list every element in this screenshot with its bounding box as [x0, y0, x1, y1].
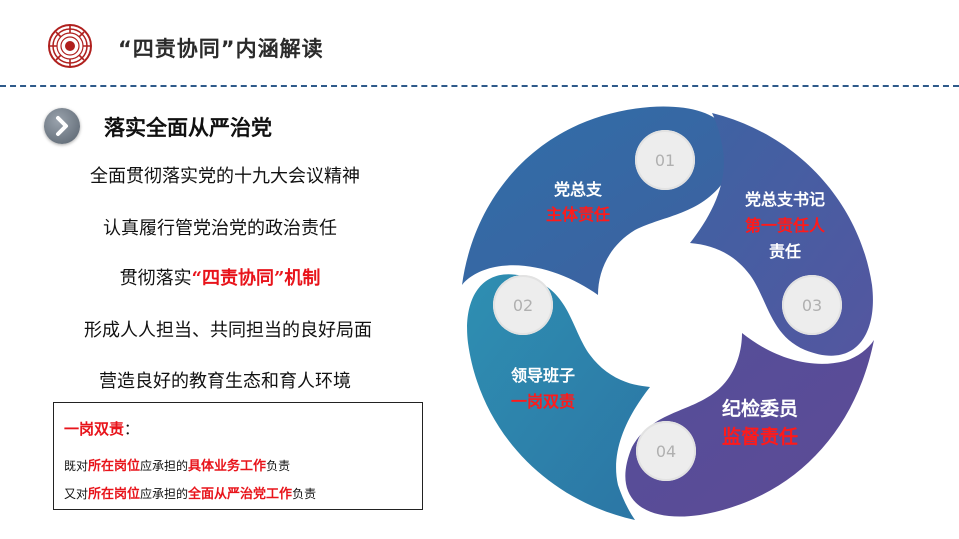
segment-duty: 监督责任	[721, 426, 798, 448]
text-line: 全面贯彻落实党的十九大会议精神	[0, 162, 455, 188]
box-text: 又对	[64, 487, 89, 501]
header-divider	[0, 85, 959, 87]
segment-duty: 第一责任人	[744, 216, 825, 235]
cycle-center	[596, 241, 744, 389]
step-number-badge: 03	[782, 275, 842, 335]
segment-duty-suffix: 责任	[768, 242, 801, 261]
box-line: 又对所在岗位应承担的全面从严治党工作负责	[64, 483, 316, 502]
text-line-content: 营造良好的教育生态和育人环境	[99, 371, 351, 392]
text-line-content: 贯彻落实	[119, 268, 192, 289]
box-heading-red: 一岗双责	[64, 420, 125, 438]
segment-title: 党总支书记	[744, 190, 825, 209]
text-line-highlight: “四责协同”机制	[191, 268, 321, 289]
cycle-segment-02	[467, 274, 650, 520]
segment-title: 党总支	[553, 180, 602, 199]
box-line: 既对所在岗位应承担的具体业务工作负责	[64, 455, 290, 474]
four-duty-cycle-diagram: 01 03 04 02 党总支 主体责任 党总支书记 第一责任人 责任 纪检委员…	[450, 95, 890, 535]
segment-duty: 主体责任	[545, 205, 610, 224]
box-text: 应承担的	[140, 487, 189, 501]
text-line: 贯彻落实“四责协同”机制	[0, 264, 450, 290]
box-text-red: 具体业务工作	[188, 459, 267, 474]
box-text-red: 所在岗位	[88, 459, 141, 474]
box-text-red: 全面从严治党工作	[188, 487, 293, 502]
segment-label-branch: 党总支 主体责任	[508, 177, 648, 227]
segment-duty: 一岗双责	[510, 392, 575, 411]
segment-label-inspector: 纪检委员 监督责任	[695, 395, 825, 451]
text-line: 认真履行管党治党的政治责任	[0, 214, 450, 240]
box-text: 应承担的	[140, 459, 189, 473]
step-number-badge: 01	[635, 130, 695, 190]
chevron-right-icon	[44, 108, 80, 144]
box-text: 负责	[292, 487, 317, 501]
text-line-content: 认真履行管党治党的政治责任	[103, 218, 337, 239]
segment-title: 纪检委员	[721, 398, 798, 420]
text-line-content: 形成人人担当、共同担当的良好局面	[84, 320, 372, 341]
section-title: 落实全面从严治党	[104, 115, 272, 140]
step-number-badge: 02	[493, 275, 553, 335]
segment-title: 领导班子	[510, 366, 575, 385]
text-line: 营造良好的教育生态和育人环境	[0, 367, 455, 393]
box-text: 负责	[266, 459, 291, 473]
box-text: 既对	[64, 459, 89, 473]
text-line-content: 全面贯彻落实党的十九大会议精神	[90, 166, 360, 187]
segment-label-leadership: 领导班子 一岗双责	[478, 363, 608, 415]
university-seal-logo	[48, 24, 92, 68]
segment-label-secretary: 党总支书记 第一责任人 责任	[720, 187, 850, 265]
step-number-badge: 04	[636, 421, 696, 481]
box-text-red: 所在岗位	[88, 487, 141, 502]
text-line: 形成人人担当、共同担当的良好局面	[0, 316, 458, 342]
box-heading-colon: ：	[124, 420, 140, 438]
page-title: “四责协同”内涵解读	[118, 37, 324, 61]
box-heading: 一岗双责：	[64, 418, 139, 439]
one-post-two-duties-box: 一岗双责： 既对所在岗位应承担的具体业务工作负责 又对所在岗位应承担的全面从严治…	[53, 402, 423, 510]
